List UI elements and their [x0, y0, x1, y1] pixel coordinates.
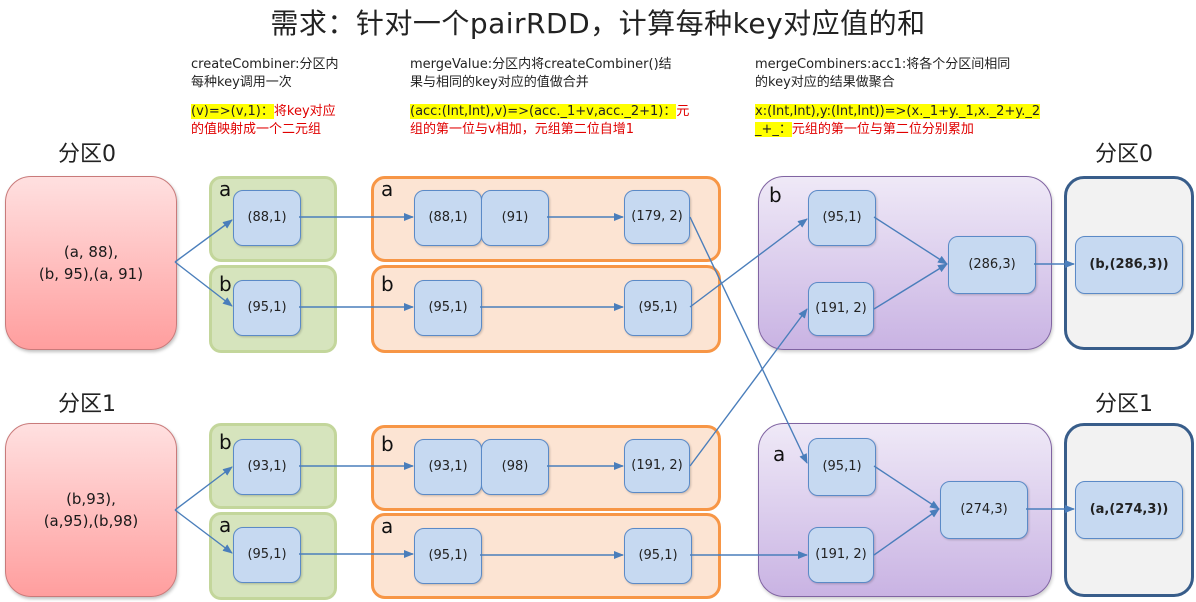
- group-key: b: [769, 183, 782, 207]
- output-partition-1-label: 分区1: [1095, 392, 1153, 417]
- merge-combiners-code2: _+_：: [755, 122, 792, 137]
- input-0-line1: (a, 88),: [63, 243, 119, 261]
- arrow-input0-to-a: [174, 219, 233, 263]
- combiner-node: (95,1): [233, 280, 301, 336]
- arrow-combine-b-in1: [873, 216, 948, 265]
- merge-combiners-code1: x:(Int,Int),y:(Int,Int))=>(x._1+y._1,x._…: [755, 104, 1041, 119]
- merge-combiners-input-node: (191, 2): [808, 527, 874, 583]
- arrow-combine-a-in2: [873, 508, 940, 556]
- merge-value-note2: 组的第一位与v相加，元组第二位自增1: [410, 122, 634, 137]
- arrow-combine-b-in2: [873, 263, 948, 310]
- group-key: b: [219, 272, 232, 296]
- merge-value-first-node: (95,1): [414, 280, 482, 336]
- create-combiner-code: (v)=>(v,1)：: [191, 104, 274, 119]
- merge-combiners-line1: mergeCombiners:acc1:将各个分区间相同: [755, 57, 1011, 72]
- group-key: b: [381, 432, 394, 456]
- input-partition-1: (b,93), (a,95),(b,98): [5, 423, 177, 597]
- input-partition-0-label: 分区0: [58, 142, 116, 167]
- input-partition-1-label: 分区1: [58, 392, 116, 417]
- merge-value-code-row: (acc:(Int,Int),v)=>(acc._1+v,acc._2+1)：元: [410, 103, 720, 121]
- group-key: a: [219, 177, 232, 201]
- merge-combiners-note: 元组的第一位与第二位分别累加: [791, 122, 974, 137]
- merge-combiners-result-node: (286,3): [948, 236, 1036, 294]
- create-combiner-code-row: (v)=>(v,1)：将key对应: [191, 103, 371, 121]
- group-key: a: [381, 514, 394, 538]
- arrow-input0-to-b: [174, 261, 233, 307]
- group-key: a: [219, 513, 232, 537]
- create-combiner-note2: 的值映射成一个二元组: [191, 122, 322, 137]
- arrow-combine-a-in1: [873, 465, 940, 510]
- merge-combiners-description: mergeCombiners:acc1:将各个分区间相同 的key对应的结果做聚…: [755, 56, 1065, 139]
- input-1-line2: (a,95),(b,98): [43, 512, 139, 530]
- arrow-shuffle-b1: [689, 308, 808, 467]
- combiner-node: (88,1): [233, 190, 301, 246]
- merge-value-description: mergeValue:分区内将createCombiner()结 果与相同的ke…: [410, 56, 720, 139]
- create-combiner-line2: 每种key调用一次: [191, 75, 292, 90]
- merge-value-result-node: (191, 2): [624, 439, 690, 493]
- group-key: a: [381, 177, 394, 201]
- merge-value-code: (acc:(Int,Int),v)=>(acc._1+v,acc._2+1)：: [410, 104, 677, 119]
- create-combiner-description: createCombiner:分区内 每种key调用一次 (v)=>(v,1)：…: [191, 56, 371, 139]
- merge-value-first-node: (95,1): [414, 528, 482, 584]
- merge-combiners-input-node: (191, 2): [808, 282, 874, 336]
- group-key: b: [381, 272, 394, 296]
- input-0-line2: (b, 95),(a, 91): [38, 265, 144, 283]
- combiner-node: (95,1): [233, 527, 301, 583]
- arrow-input1-to-b: [174, 466, 233, 511]
- group-key: a: [773, 442, 786, 466]
- combiner-group-a-p1: a: [209, 512, 337, 600]
- arrow-input1-to-a: [174, 509, 233, 554]
- merge-combiners-result-node: (274,3): [940, 481, 1028, 539]
- output-node: (a,(274,3)): [1075, 481, 1183, 539]
- merge-combiners-code-row1: x:(Int,Int),y:(Int,Int))=>(x._1+y._1,x._…: [755, 103, 1065, 121]
- arrow-shuffle-a0: [689, 216, 808, 464]
- merge-value-second-node: (91): [481, 190, 549, 246]
- merge-combiners-input-node: (95,1): [808, 438, 876, 496]
- merge-value-first-node: (93,1): [414, 439, 482, 495]
- merge-value-result-node: (95,1): [624, 528, 692, 584]
- merge-value-line1: mergeValue:分区内将createCombiner()结: [410, 57, 672, 72]
- combiner-node: (93,1): [233, 439, 301, 495]
- merge-combiners-line2: 的key对应的结果做聚合: [755, 75, 895, 90]
- merge-combiners-code-row2: _+_：元组的第一位与第二位分别累加: [755, 121, 1065, 139]
- output-node: (b,(286,3)): [1075, 236, 1183, 294]
- create-combiner-note1: 将key对应: [273, 104, 336, 119]
- arrow-shuffle-b0: [689, 218, 808, 308]
- merge-value-result-node: (95,1): [624, 280, 692, 336]
- output-partition-0-label: 分区0: [1095, 142, 1153, 167]
- merge-value-line2: 果与相同的key对应的值做合并: [410, 75, 589, 90]
- merge-value-first-node: (88,1): [414, 190, 482, 246]
- merge-value-second-node: (98): [481, 439, 549, 495]
- merge-combiners-input-node: (95,1): [808, 190, 876, 246]
- input-1-line1: (b,93),: [66, 490, 116, 508]
- merge-value-note1: 元: [676, 104, 690, 119]
- create-combiner-line1: createCombiner:分区内: [191, 57, 339, 72]
- diagram-title: 需求：针对一个pairRDD，计算每种key对应值的和: [270, 7, 926, 40]
- input-partition-0: (a, 88), (b, 95),(a, 91): [5, 176, 177, 350]
- group-key: b: [219, 430, 232, 454]
- merge-value-result-node: (179, 2): [624, 190, 690, 244]
